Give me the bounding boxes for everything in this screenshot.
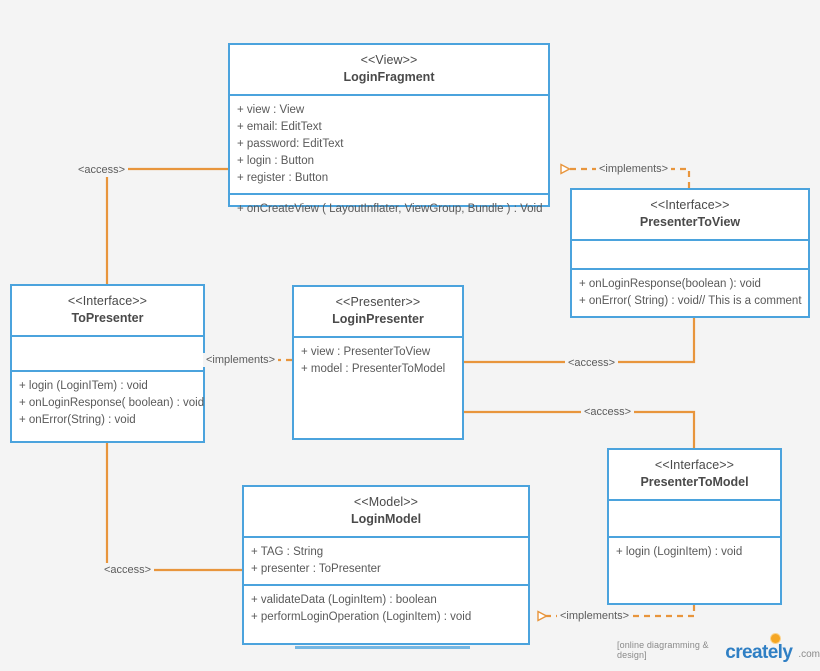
class-attributes-login-model: + TAG : String + presenter : ToPresenter <box>244 538 528 586</box>
method-row: + performLoginOperation (LoginItem) : vo… <box>251 610 472 623</box>
attribute-row: + login : Button <box>237 154 315 167</box>
attribute-row: + presenter : ToPresenter <box>251 562 381 575</box>
attribute-row: + email: EditText <box>237 120 322 133</box>
class-attributes-to-presenter <box>12 337 203 372</box>
class-methods-login-model: + validateData (LoginItem) : boolean + p… <box>244 586 528 643</box>
creately-watermark: [online diagramming & design] creately .… <box>617 634 820 663</box>
connector-label-access-presenter-presentertomodel: <access> <box>581 405 635 419</box>
class-attributes-login-presenter: + view : PresenterToView + model : Prese… <box>294 338 462 438</box>
attribute-row: + password: EditText <box>237 137 344 150</box>
method-row: + onError(String) : void <box>19 413 136 426</box>
connector-label-implements-fragment-presentertoview: <implements> <box>596 162 672 176</box>
class-header-presenter-to-model: <<Interface>> PresenterToModel <box>609 450 780 501</box>
attribute-row: + model : PresenterToModel <box>301 362 446 375</box>
class-attributes-presenter-to-model <box>609 501 780 538</box>
attribute-row: + view : View <box>237 103 305 116</box>
connector-label-access-fragment-presenter: <access> <box>75 163 129 177</box>
watermark-tagline: [online diagramming & design] <box>617 640 709 660</box>
selection-strip <box>295 646 470 649</box>
class-methods-login-fragment: + onCreateView ( LayoutInflater, ViewGro… <box>230 195 548 224</box>
class-name: PresenterToModel <box>640 474 749 489</box>
class-box-presenter-to-model[interactable]: <<Interface>> PresenterToModel + login (… <box>607 448 782 605</box>
connector-access-fragment-to-presenter <box>105 167 228 284</box>
class-methods-presenter-to-view: + onLoginResponse(boolean ): void + onEr… <box>572 270 808 316</box>
connector-label-access-presenter-presentertoview: <access> <box>565 356 619 370</box>
class-stereotype: <<View>> <box>360 53 418 67</box>
connector-label-implements-model-presentertomodel: <implements> <box>557 609 633 623</box>
class-stereotype: <<Interface>> <box>650 198 730 212</box>
class-header-login-fragment: <<View>> LoginFragment <box>230 45 548 96</box>
class-header-presenter-to-view: <<Interface>> PresenterToView <box>572 190 808 241</box>
class-attributes-presenter-to-view <box>572 241 808 270</box>
connector-access-presenter-presentertomodel <box>464 410 696 448</box>
method-row: + onError( String) : void// This is a co… <box>579 294 802 307</box>
class-name: LoginPresenter <box>332 311 424 326</box>
method-row: + login (LoginITem) : void <box>19 379 148 392</box>
attribute-row: + view : PresenterToView <box>301 345 431 358</box>
class-stereotype: <<Interface>> <box>67 294 148 308</box>
class-name: PresenterToView <box>639 214 741 229</box>
watermark-tld: .com <box>798 649 820 660</box>
method-row: + onLoginResponse( boolean) : void <box>19 396 205 409</box>
class-box-to-presenter[interactable]: <<Interface>> ToPresenter + login (Login… <box>10 284 205 443</box>
connector-access-model-topresenter <box>105 443 242 572</box>
class-stereotype: <<Interface>> <box>654 458 735 472</box>
watermark-brand-text: creately <box>725 642 793 663</box>
class-box-login-fragment[interactable]: <<View>> LoginFragment + view : View + e… <box>228 43 550 215</box>
class-box-login-presenter[interactable]: <<Presenter>> LoginPresenter + view : Pr… <box>292 285 464 440</box>
class-box-login-model[interactable]: <<Model>> LoginModel + TAG : String + pr… <box>242 485 530 645</box>
connector-label-access-model-topresenter: <access> <box>101 563 155 577</box>
method-row: + validateData (LoginItem) : boolean <box>251 593 437 606</box>
class-header-login-presenter: <<Presenter>> LoginPresenter <box>294 287 462 338</box>
method-row: + onLoginResponse(boolean ): void <box>579 277 761 290</box>
class-stereotype: <<Model>> <box>353 495 419 509</box>
method-row: + login (LoginItem) : void <box>616 545 743 558</box>
watermark-brand: creately <box>725 634 793 663</box>
attribute-row: + register : Button <box>237 171 329 184</box>
connector-label-implements-presenter-topresenter: <implements> <box>203 353 279 367</box>
class-header-to-presenter: <<Interface>> ToPresenter <box>12 286 203 337</box>
class-methods-to-presenter: + login (LoginITem) : void + onLoginResp… <box>12 372 205 441</box>
class-stereotype: <<Presenter>> <box>335 295 421 309</box>
class-name: LoginModel <box>350 511 422 526</box>
class-header-login-model: <<Model>> LoginModel <box>244 487 528 538</box>
class-box-presenter-to-view[interactable]: <<Interface>> PresenterToView + onLoginR… <box>570 188 810 318</box>
class-attributes-login-fragment: + view : View + email: EditText + passwo… <box>230 96 548 195</box>
class-name: LoginFragment <box>343 69 435 84</box>
class-methods-presenter-to-model: + login (LoginItem) : void <box>609 538 780 603</box>
attribute-row: + TAG : String <box>251 545 324 558</box>
class-name: ToPresenter <box>71 310 144 325</box>
lightbulb-icon <box>771 634 781 643</box>
method-row: + onCreateView ( LayoutInflater, ViewGro… <box>237 202 543 215</box>
